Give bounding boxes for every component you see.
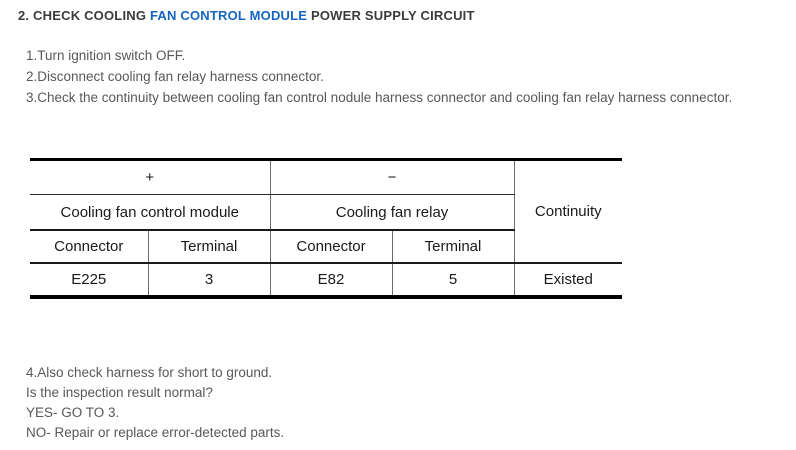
- relay-group-header: Cooling fan relay: [270, 194, 515, 231]
- title-suffix: POWER SUPPLY CIRCUIT: [307, 8, 475, 23]
- group-header-row: Cooling fan control module Cooling fan r…: [30, 194, 622, 231]
- step-line-4: 4.Also check harness for short to ground…: [26, 365, 273, 380]
- relay-connector-value: E82: [270, 263, 393, 297]
- result-block: 4.Also check harness for short to ground…: [26, 363, 284, 443]
- question-line: Is the inspection result normal?: [26, 385, 213, 400]
- fan-control-module-link[interactable]: FAN CONTROL MODULE: [149, 8, 308, 23]
- module-connector-header: Connector: [30, 230, 149, 264]
- module-connector-value: E225: [30, 263, 149, 297]
- continuity-value: Existed: [543, 271, 593, 288]
- plus-header: +: [30, 159, 271, 195]
- module-group-header: Cooling fan control module: [30, 194, 271, 231]
- title-prefix: 2. CHECK COOLING: [18, 8, 150, 23]
- relay-terminal-header: Terminal: [392, 230, 515, 264]
- yes-line: YES- GO TO 3.: [26, 405, 120, 420]
- step-line-1: 1.Turn ignition switch OFF.: [26, 48, 186, 63]
- relay-connector-header: Connector: [270, 230, 393, 264]
- relay-terminal-value: 5: [392, 263, 515, 297]
- polarity-row: + − Continuity: [30, 159, 623, 264]
- column-header-row: Connector Terminal Connector Terminal: [30, 230, 622, 264]
- module-terminal-header: Terminal: [148, 230, 271, 264]
- step-line-2: 2.Disconnect cooling fan relay harness c…: [26, 69, 324, 84]
- continuity-table: + − Continuity Cooling fan control modul…: [30, 158, 623, 299]
- no-line: NO- Repair or replace error-detected par…: [26, 425, 285, 440]
- page-title: 2. CHECK COOLING FAN CONTROL MODULE POWE…: [18, 8, 475, 23]
- step-line-3: 3.Check the continuity between cooling f…: [26, 90, 733, 105]
- value-row: E225 3 E82 5 Existed: [30, 263, 622, 297]
- continuity-header: Continuity: [514, 159, 623, 264]
- minus-header: −: [270, 159, 515, 195]
- procedure-steps: 1.Turn ignition switch OFF. 2.Disconnect…: [26, 45, 732, 108]
- module-terminal-value: 3: [148, 263, 271, 297]
